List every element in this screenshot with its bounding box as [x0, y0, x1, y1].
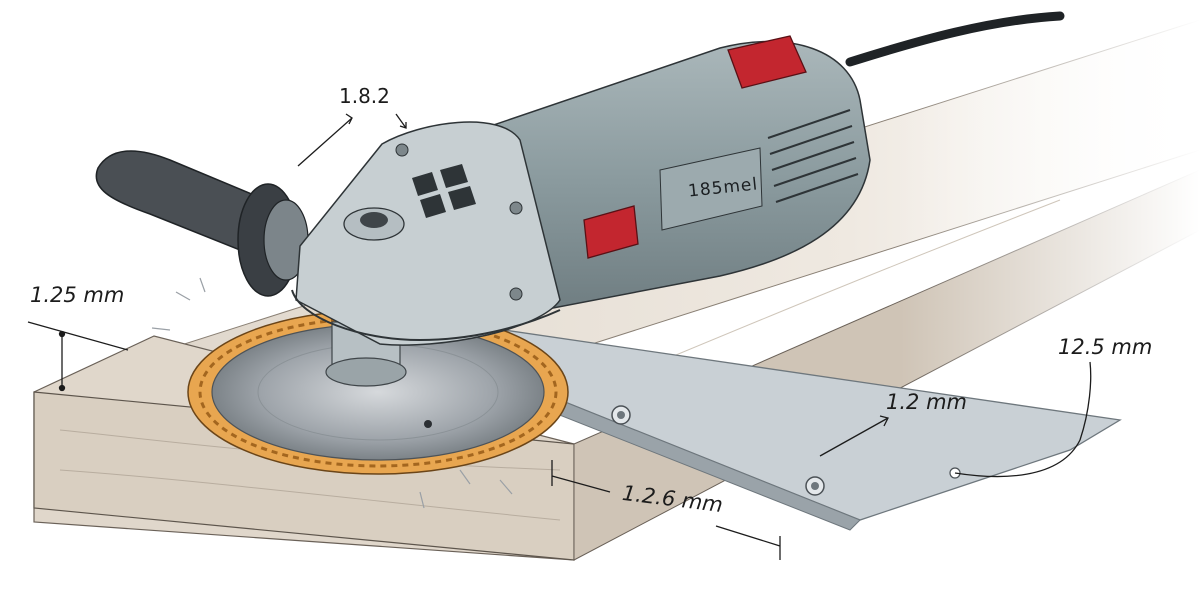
right-dimension-label: 12.5 mm — [1058, 335, 1153, 359]
top-dimension-label: 1.8.2 — [339, 84, 390, 108]
left-dimension-label: 1.25 mm — [30, 283, 125, 307]
dimension-lines — [27, 113, 1092, 560]
sparks — [151, 277, 513, 509]
side-handle — [95, 150, 309, 297]
cutting-disc — [187, 309, 569, 475]
grinder-body — [291, 11, 1065, 346]
guide-rail — [428, 324, 1122, 531]
spindle — [325, 321, 407, 387]
guide-dimension-label: 1.2 mm — [886, 390, 967, 414]
